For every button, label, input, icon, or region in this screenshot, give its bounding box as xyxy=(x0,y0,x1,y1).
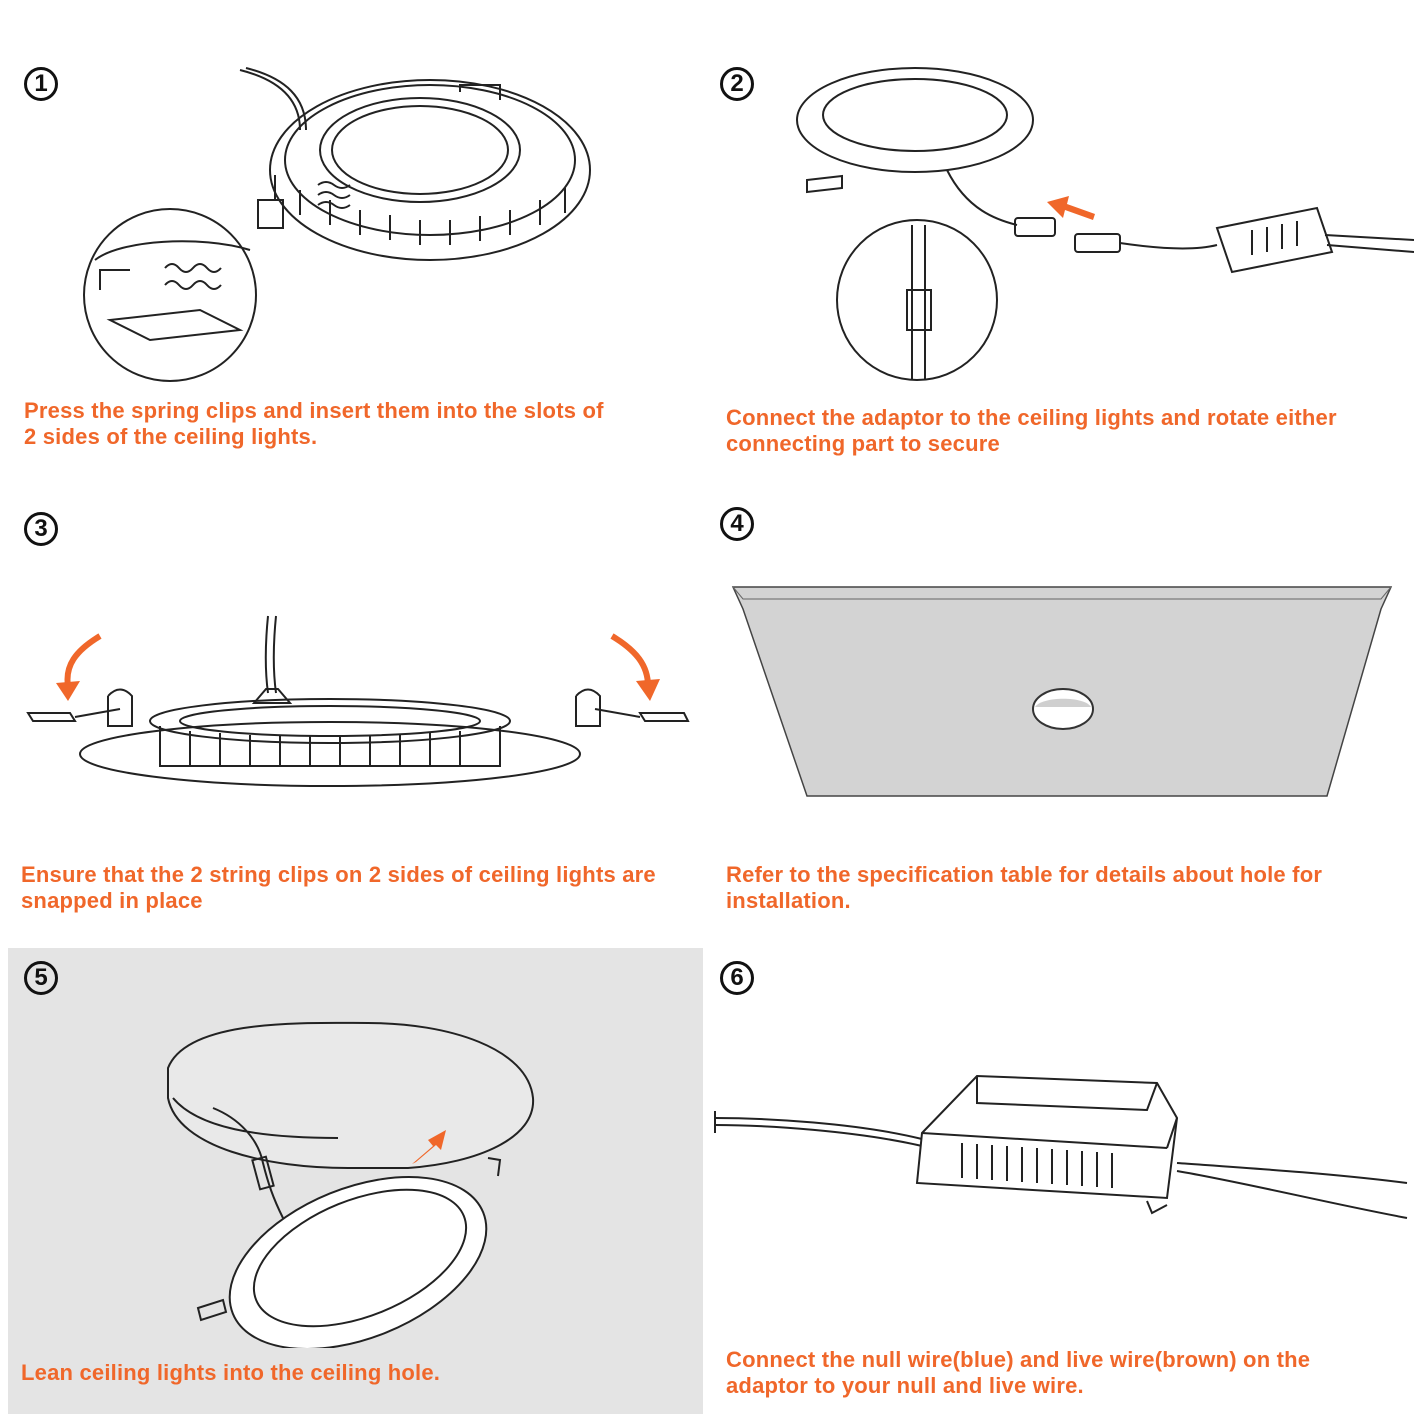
arrow-right-icon xyxy=(636,679,660,701)
clip-snap-illustration xyxy=(0,471,707,851)
arrow-icon xyxy=(1047,196,1095,220)
step-6-panel: 6 Connect the null wire(blue) and live w… xyxy=(707,943,1414,1414)
step-1-panel: 1 Press the spring clips and insert them… xyxy=(0,0,707,471)
step-5-caption: Lean ceiling lights into the ceiling hol… xyxy=(21,1360,440,1386)
step-4-caption: Refer to the specification table for det… xyxy=(726,862,1322,914)
step-3-caption: Ensure that the 2 string clips on 2 side… xyxy=(21,862,656,914)
step-3-panel: 3 Ensure that the 2 string clips on 2 si… xyxy=(0,471,707,942)
step-2-caption: Connect the adaptor to the ceiling light… xyxy=(726,405,1337,457)
spring-clip-illustration xyxy=(0,0,707,400)
step-1-caption: Press the spring clips and insert them i… xyxy=(24,398,604,450)
lean-into-hole-illustration xyxy=(8,948,703,1348)
step-5-panel: 5 Lean ceiling lights into the ceiling h… xyxy=(8,948,703,1414)
step-2-panel: 2 Connect the adaptor to the ceiling lig… xyxy=(707,0,1414,471)
adaptor-connection-illustration xyxy=(707,0,1414,400)
step-6-caption: Connect the null wire(blue) and live wir… xyxy=(726,1347,1310,1399)
arrow-left-icon xyxy=(56,681,80,701)
ceiling-hole-illustration xyxy=(707,471,1414,851)
step-4-panel: 4 Refer to the specification table for d… xyxy=(707,471,1414,942)
wiring-illustration xyxy=(707,943,1414,1343)
ceiling-hole xyxy=(1033,689,1093,729)
